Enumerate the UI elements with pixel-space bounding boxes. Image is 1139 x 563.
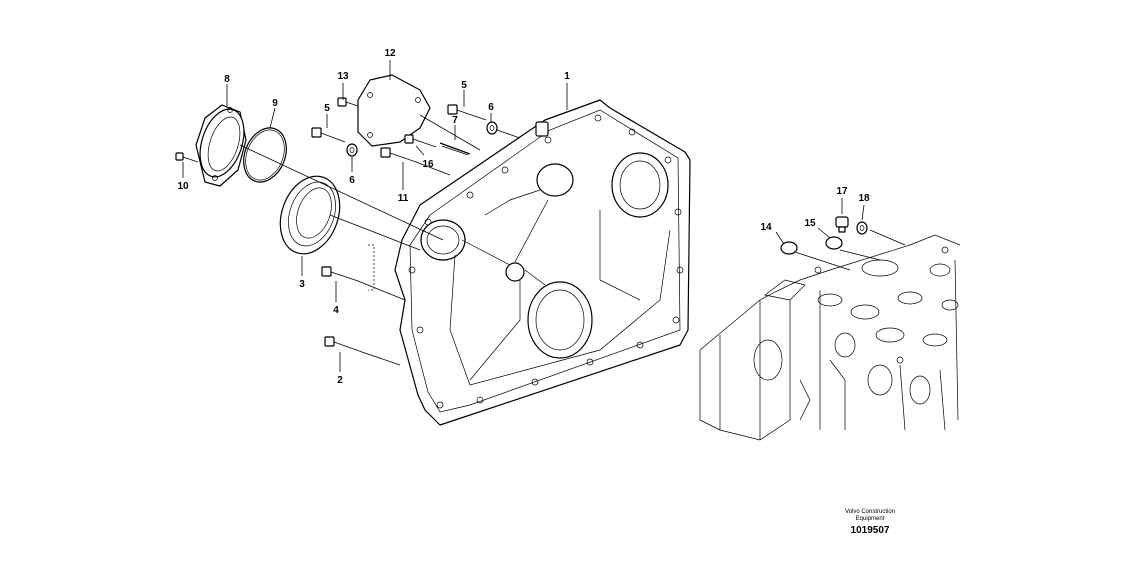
callout-11: 11: [398, 193, 409, 204]
bolt-5-upper: [447, 104, 487, 121]
callout-14: 14: [760, 222, 772, 233]
washer-18: [856, 221, 868, 235]
callout-3: 3: [299, 279, 305, 290]
o-ring: [243, 127, 287, 183]
callout-7: 7: [452, 115, 458, 126]
stud-7: [439, 142, 471, 156]
callout-18: 18: [858, 193, 870, 204]
brand-line-1: Volvo Construction: [845, 509, 895, 515]
callout-8: 8: [224, 74, 230, 85]
callout-2: 2: [337, 375, 343, 386]
seal-ring: [279, 175, 341, 255]
callout-5-upper: 5: [461, 80, 467, 91]
drawing-footer: Volvo Construction Equipment 1019507: [845, 509, 895, 536]
leader-lines: [182, 60, 906, 372]
engine-block-partial: [699, 234, 961, 441]
callout-5-left: 5: [324, 103, 330, 114]
bolts: [175, 97, 498, 353]
bolt-16: [404, 134, 437, 148]
crankshaft-seal-housing: [195, 104, 247, 187]
housing-bolt-holes: [408, 114, 684, 409]
washer-6-left: [346, 143, 358, 157]
callout-4: 4: [333, 305, 339, 316]
bolt-2: [324, 336, 363, 353]
brand-line-2: Equipment: [856, 516, 885, 522]
timing-gear-housing: [394, 99, 691, 426]
bolt-10: [175, 152, 199, 163]
callout-6-left: 6: [349, 175, 355, 186]
callout-6-upper: 6: [488, 102, 494, 113]
document-number: 1019507: [851, 525, 890, 536]
plug-17: [835, 216, 849, 233]
callout-12: 12: [384, 48, 396, 59]
callout-9: 9: [272, 98, 278, 109]
bolt-11: [380, 147, 417, 163]
callout-1: 1: [564, 71, 570, 82]
callout-17: 17: [836, 186, 848, 197]
callout-labels: 1 12 13 5 8 9 5 6 7 16 6 11 10 3 4 2 14 …: [177, 48, 870, 386]
bolt-4: [321, 266, 359, 282]
callout-10: 10: [177, 181, 189, 192]
callout-13: 13: [337, 71, 349, 82]
bolt-13: [337, 97, 359, 107]
callout-16: 16: [422, 159, 434, 170]
small-parts-right: [780, 216, 868, 255]
cover-plate: [357, 74, 431, 147]
callout-15: 15: [804, 218, 816, 229]
washer-6-upper: [486, 121, 498, 135]
bolt-5-left: [311, 127, 346, 143]
